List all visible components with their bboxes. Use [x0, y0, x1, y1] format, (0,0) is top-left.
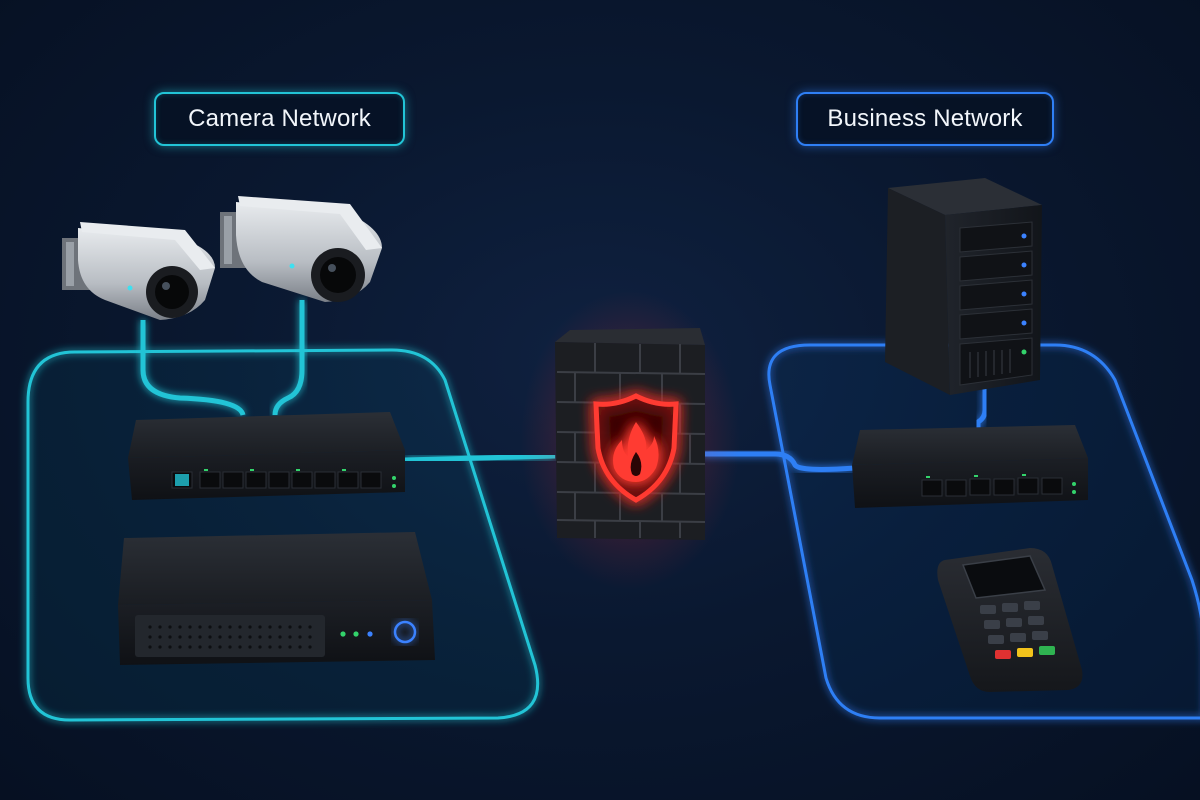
camera-icon: [220, 196, 382, 302]
server-to-switch-cable: [975, 388, 988, 430]
camera2-cable: [272, 300, 305, 416]
nvr-recorder-icon: [118, 532, 435, 665]
camera-icon: [62, 222, 215, 320]
camera-zone-outline: [26, 348, 540, 722]
business-zone-outline: [767, 343, 1200, 720]
business-network-label: Business Network: [796, 92, 1054, 146]
network-switch-icon: [852, 425, 1088, 508]
camera1-cable: [140, 320, 246, 416]
card-payment-terminal-icon: [937, 548, 1083, 692]
firewall-shield-flame-icon: [520, 290, 740, 590]
camera-network-label: Camera Network: [154, 92, 405, 146]
firewall-to-business-switch-cable: [702, 451, 856, 472]
server-tower-icon: [885, 178, 1042, 395]
network-switch-icon: [128, 412, 405, 500]
